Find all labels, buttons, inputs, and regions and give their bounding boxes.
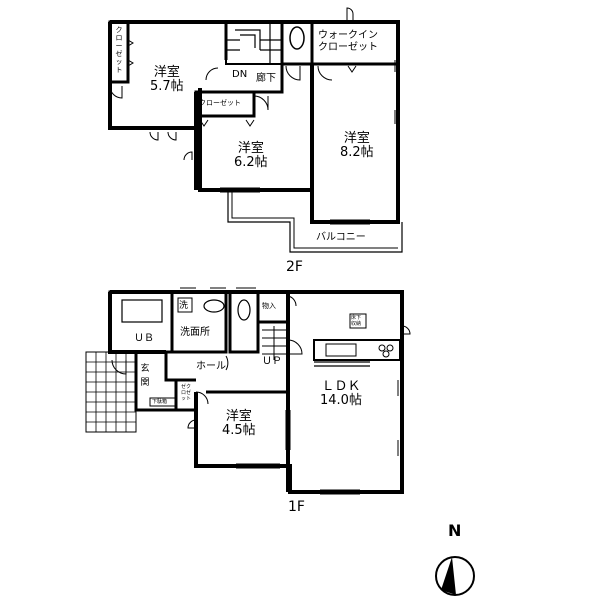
- room-name: 洋室: [237, 141, 264, 156]
- room-western-4-5: 洋室 4.5帖: [222, 410, 256, 438]
- closet-line3: ット: [180, 396, 191, 402]
- washroom-label: 洗面所: [180, 327, 210, 338]
- closet-1f-label: ゼク ロゼ ット: [180, 384, 192, 402]
- room-size: 4.5帖: [222, 423, 256, 438]
- room-western-5-7: 洋室 5.7帖: [150, 66, 184, 94]
- room-name: 洋室: [225, 409, 252, 424]
- unit-bath-label: ＵＢ: [134, 333, 154, 344]
- compass-rose: [435, 556, 475, 596]
- hallway-label: 廊下: [256, 73, 276, 84]
- floor-label-2f: 2F: [286, 259, 303, 275]
- hall-label: ホール: [196, 361, 226, 372]
- balcony-label: バルコニー: [316, 232, 366, 243]
- storage-label: 物入: [262, 302, 276, 310]
- underfloor-storage-label: 床下 収納: [351, 315, 361, 327]
- room-name: ＬＤＫ: [321, 379, 361, 394]
- floor-label-1f: 1F: [288, 499, 305, 515]
- walkin-line1: ウォークイン: [318, 30, 378, 41]
- laundry-label: 洗: [179, 301, 189, 311]
- closet-left-label: クローゼット: [115, 26, 123, 74]
- underfloor-line1: 床下: [351, 315, 362, 321]
- stairs-dn-label: DN: [232, 69, 248, 80]
- underfloor-line2: 収納: [351, 321, 362, 327]
- room-name: 洋室: [153, 65, 180, 80]
- room-western-8-2: 洋室 8.2帖: [340, 132, 374, 160]
- compass-north-label: N: [448, 521, 462, 540]
- walkin-line2: クローゼット: [318, 42, 378, 53]
- entrance-label: 玄関: [140, 364, 150, 388]
- stairs-up-label: ＵＰ: [262, 356, 282, 367]
- room-name: 洋室: [343, 131, 370, 146]
- room-ldk: ＬＤＫ 14.0帖: [320, 380, 362, 408]
- shoe-cabinet-label: 下駄箱: [152, 399, 168, 405]
- closet-mid-label: クローゼット: [199, 99, 241, 107]
- closet-line1: ゼク: [180, 384, 191, 390]
- room-size: 8.2帖: [340, 145, 374, 160]
- closet-line2: ロゼ: [180, 390, 191, 396]
- room-size: 14.0帖: [320, 393, 362, 408]
- walkin-closet-label: ウォークイン クローゼット: [318, 30, 378, 54]
- room-western-6-2: 洋室 6.2帖: [234, 142, 268, 170]
- room-size: 5.7帖: [150, 79, 184, 94]
- room-size: 6.2帖: [234, 155, 268, 170]
